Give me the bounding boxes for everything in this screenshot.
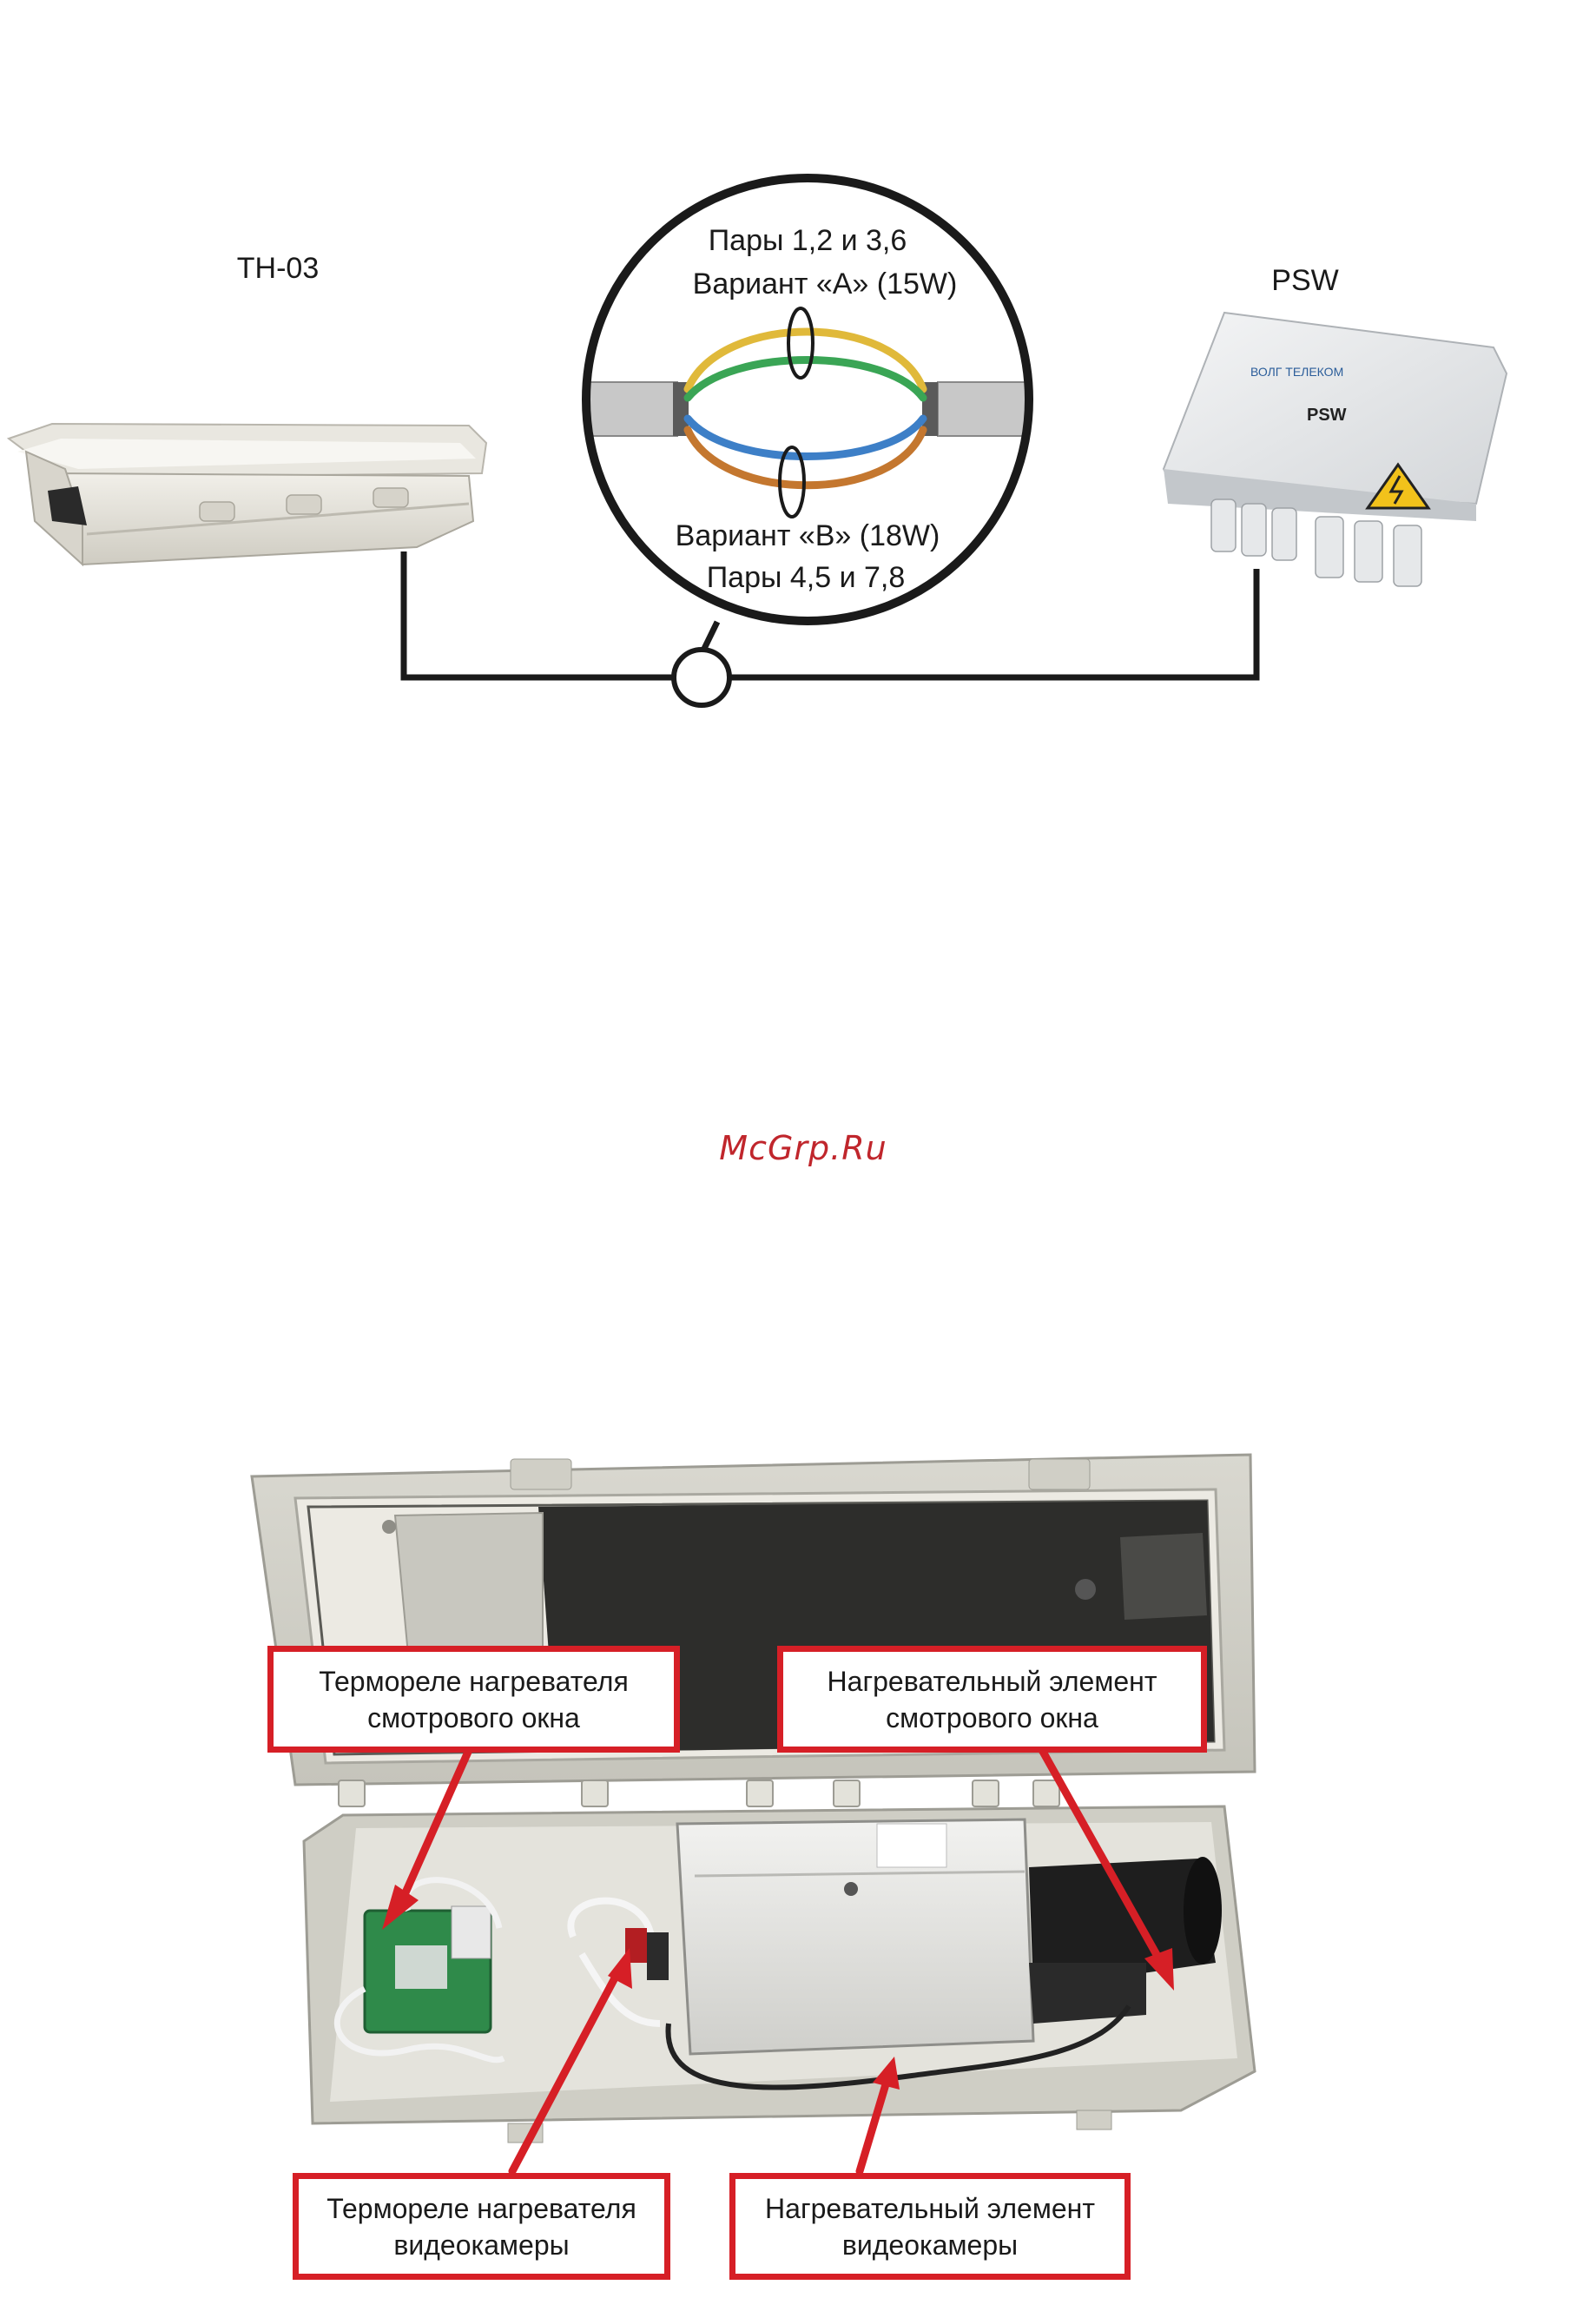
callout-window-thermostat-line1: Термореле нагревателя	[319, 1663, 629, 1700]
callout-camera-thermostat-line2: видеокамеры	[393, 2227, 569, 2263]
callout-window-thermostat: Термореле нагревателя смотрового окна	[267, 1646, 680, 1753]
callout-window-heater-line1: Нагревательный элемент	[828, 1663, 1157, 1700]
callout-camera-heater-line1: Нагревательный элемент	[765, 2190, 1095, 2227]
callout-window-heater-line2: смотрового окна	[886, 1700, 1098, 1736]
callout-camera-heater-line2: видеокамеры	[842, 2227, 1018, 2263]
callout-camera-thermostat-line1: Термореле нагревателя	[326, 2190, 636, 2227]
callout-window-thermostat-line2: смотрового окна	[367, 1700, 580, 1736]
callout-window-heater: Нагревательный элемент смотрового окна	[777, 1646, 1207, 1753]
callout-camera-thermostat: Термореле нагревателя видеокамеры	[293, 2173, 670, 2280]
callout-camera-heater: Нагревательный элемент видеокамеры	[729, 2173, 1131, 2280]
